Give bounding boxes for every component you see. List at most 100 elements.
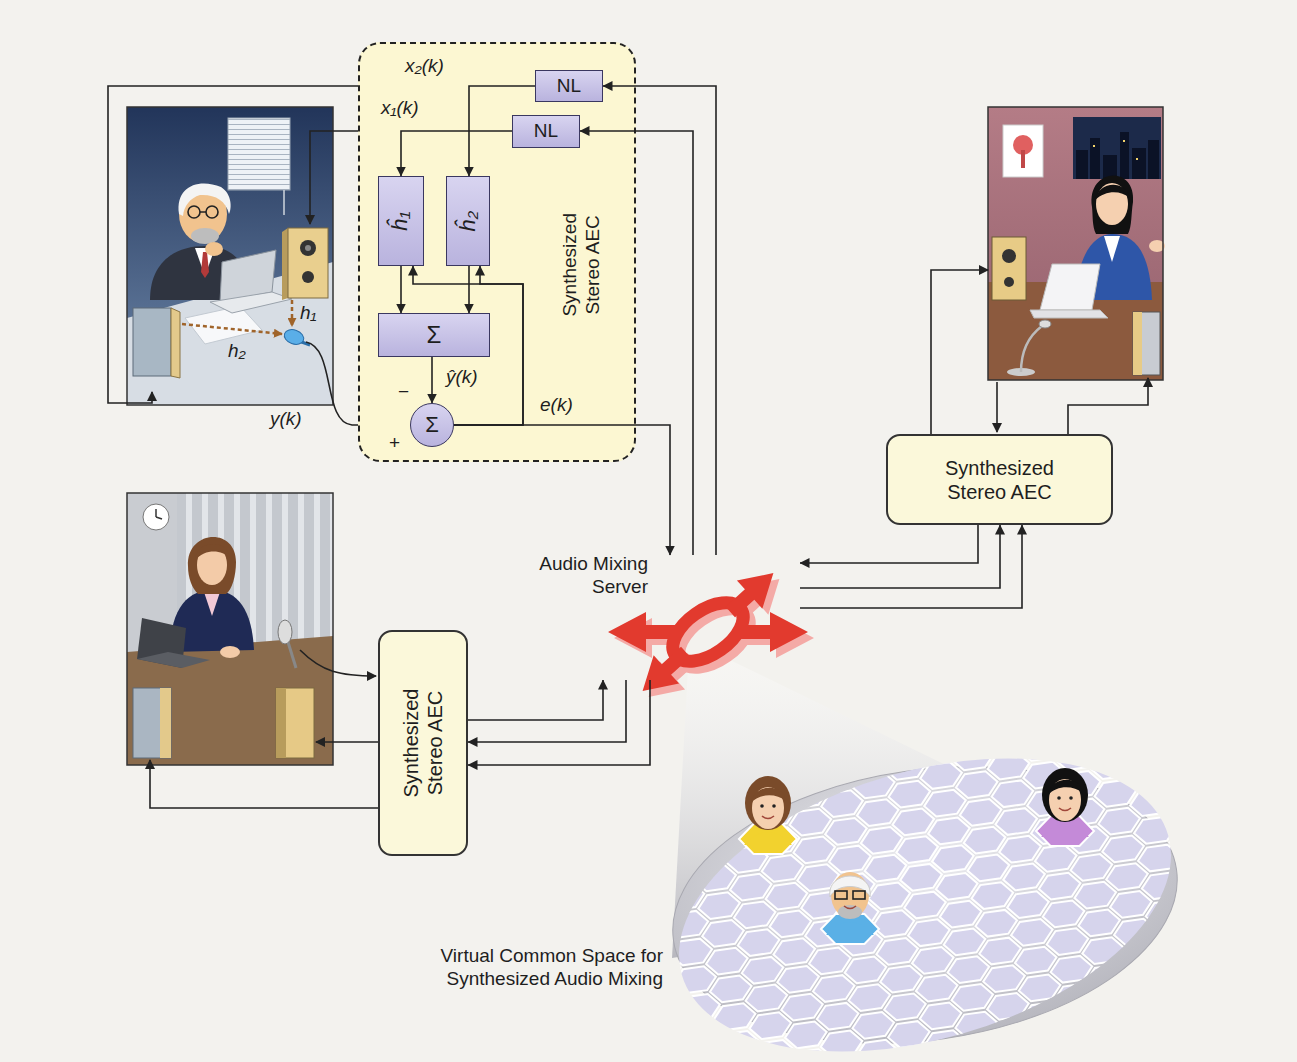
space-ellipse — [576, 681, 1276, 1062]
space-ellipse — [1120, 973, 1165, 1003]
right-room-scene — [1002, 249, 1016, 263]
space-ellipse — [681, 780, 726, 810]
space-ellipse — [677, 752, 722, 782]
right-room-scene — [1148, 140, 1159, 179]
space-ellipse — [1053, 742, 1098, 772]
space-ellipse — [879, 724, 924, 754]
space-ellipse — [1014, 705, 1059, 735]
signal-wire — [1068, 378, 1148, 434]
bottom-room-scene — [127, 636, 333, 765]
space-ellipse — [1124, 1000, 1169, 1030]
space-ellipse — [578, 780, 623, 810]
signal-connector — [400, 266, 402, 313]
node-text: Virtual Common Space for Synthesized Aud… — [383, 945, 663, 991]
signal-connector — [469, 86, 535, 176]
space-ellipse — [1057, 796, 1061, 800]
right-room-scene — [1095, 185, 1130, 200]
space-ellipse — [684, 1048, 729, 1062]
space-ellipse — [649, 799, 694, 829]
mixing-server-icon — [718, 559, 787, 626]
left-room-scene — [200, 211, 206, 213]
space-ellipse — [1048, 780, 1083, 795]
space-ellipse — [816, 761, 861, 791]
signal-wire — [316, 741, 378, 743]
left-room-scene — [228, 118, 290, 190]
space-ellipse — [1061, 1038, 1106, 1062]
filter-block: ĥ₂ — [446, 176, 490, 266]
space-ellipse — [1184, 936, 1229, 966]
space-ellipse — [649, 1039, 694, 1062]
space-ellipse — [772, 804, 776, 808]
space-ellipse — [823, 1057, 868, 1062]
left-room-scene — [302, 271, 314, 283]
signal-connector — [800, 525, 978, 563]
label-anchor: x₁(k) — [381, 97, 419, 120]
space-ellipse — [1021, 1001, 1066, 1031]
mixing-server-icon — [608, 612, 678, 652]
space-ellipse — [668, 765, 1182, 1045]
space-ellipse — [582, 808, 627, 838]
space-ellipse — [982, 723, 1027, 753]
node-text: Synthesized Stereo AEC — [925, 456, 1075, 504]
space-ellipse — [618, 817, 663, 847]
space-ellipse — [812, 733, 857, 763]
space-ellipse — [720, 1057, 765, 1062]
space-ellipse — [1029, 1056, 1074, 1062]
space-ellipse — [1041, 824, 1089, 837]
space-ellipse — [760, 804, 764, 808]
space-ellipse — [1156, 982, 1201, 1012]
space-ellipse — [1164, 797, 1209, 827]
space-ellipse — [1192, 751, 1237, 781]
right-room-scene — [1040, 264, 1100, 310]
right-room-scene — [1030, 310, 1108, 318]
sign-mark: − — [398, 381, 409, 404]
space-ellipse — [1092, 1019, 1137, 1049]
left-room-scene — [305, 245, 311, 251]
bottom-room-scene — [276, 688, 314, 758]
right-room-scene — [992, 237, 1026, 300]
left-room-scene — [191, 228, 219, 244]
space-ellipse — [1128, 788, 1173, 818]
space-ellipse — [993, 1047, 1038, 1062]
signal-connector — [580, 131, 693, 555]
space-ellipse — [1059, 808, 1071, 811]
space-ellipse — [653, 826, 698, 856]
space-ellipse — [1136, 843, 1181, 873]
bottom-room-scene — [127, 493, 333, 765]
right-room-scene — [1004, 277, 1014, 287]
space-ellipse — [614, 789, 659, 819]
space-ellipse — [1231, 1028, 1276, 1058]
space-ellipse — [1176, 880, 1221, 910]
right-room-scene — [1133, 312, 1160, 375]
space-ellipse — [1164, 1037, 1209, 1062]
space-ellipse — [1132, 815, 1177, 845]
space-ellipse — [762, 816, 774, 819]
node-text: Synthesized Stereo AEC — [399, 668, 447, 818]
filter-block: ĥ₁ — [378, 176, 424, 266]
signal-wire — [996, 382, 998, 432]
space-ellipse — [1223, 972, 1268, 1002]
space-ellipse — [1128, 1028, 1173, 1058]
path-name: h₁ — [300, 302, 317, 325]
space-ellipse — [853, 891, 865, 899]
left-room-scene — [127, 107, 333, 405]
left-room-scene — [282, 228, 288, 300]
space-ellipse — [1081, 695, 1126, 725]
right-room-scene — [1104, 236, 1120, 262]
left-room-scene — [127, 107, 333, 405]
label-anchor: y(k) — [270, 408, 302, 431]
signal-connector — [468, 680, 603, 720]
bottom-room-scene — [127, 493, 333, 765]
space-ellipse — [680, 1020, 725, 1050]
node-text: ĥ₂ — [455, 211, 481, 232]
space-ellipse — [751, 788, 786, 803]
bottom-room-scene — [188, 537, 236, 594]
left-room-scene — [201, 252, 209, 278]
space-ellipse — [613, 1030, 658, 1060]
signal-connector — [454, 425, 670, 555]
space-ellipse — [780, 752, 825, 782]
right-room-scene — [1021, 326, 1042, 372]
space-ellipse — [847, 742, 892, 772]
space-ellipse — [826, 922, 874, 935]
